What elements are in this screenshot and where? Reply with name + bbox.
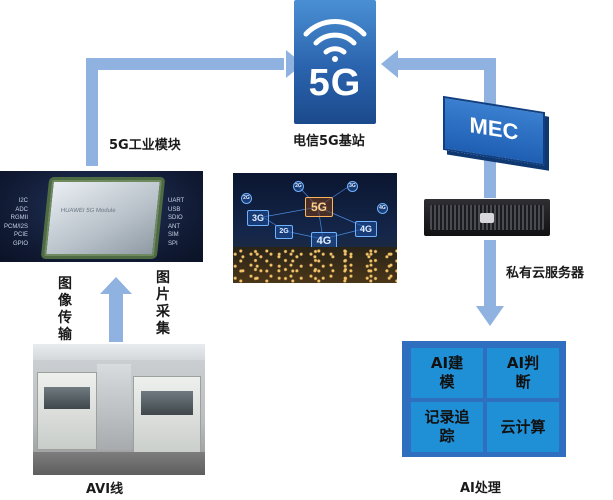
avi-machine-right <box>133 376 201 458</box>
arrow-server-to-ai-head <box>476 306 504 326</box>
ai-cell-modeling: AI建模 <box>411 348 483 398</box>
avi-ceiling <box>33 344 205 360</box>
wifi-icon <box>303 19 367 62</box>
node-5g: 5G <box>305 197 333 217</box>
mec-label: MEC <box>469 112 519 145</box>
network-scene-image: 5G 3G 4G 4G 2G 2G 3G 4G 2G <box>233 173 397 283</box>
avi-machine-left <box>37 372 97 450</box>
node-4g-edge: 4G <box>377 203 388 214</box>
node-3g: 3G <box>247 210 269 226</box>
module-label: 5G工业模块 <box>109 138 181 153</box>
ai-cell-tracking: 记录追踪 <box>411 402 483 452</box>
arrow-module-to-station <box>86 58 284 166</box>
node-3g-top: 3G <box>347 181 358 192</box>
node-4g-right: 4G <box>355 221 377 237</box>
module-pins-left: I2C ADC RGMII PCM/I2S PCIE GPIO <box>4 198 29 247</box>
base-station-image: 5G <box>294 0 376 124</box>
server-image <box>424 199 550 236</box>
chip-text: HUAWEI 5G Module <box>60 208 116 214</box>
base-station-label: 电信5G基站 <box>293 134 365 149</box>
node-2g: 2G <box>275 225 293 239</box>
server-logo-icon <box>480 213 494 223</box>
avi-line-label: AVI线 <box>86 482 124 497</box>
city-lights <box>233 247 397 283</box>
image-transfer-label: 图像传输 <box>58 276 72 343</box>
module-chip: HUAWEI 5G Module <box>44 180 162 256</box>
ai-cell-judgment: AI判断 <box>487 348 559 398</box>
arrow-mec-to-station-head <box>381 50 398 78</box>
avi-aisle <box>97 364 131 450</box>
server-label: 私有云服务器 <box>506 266 585 281</box>
ai-cell-cloud-computing: 云计算 <box>487 402 559 452</box>
base-station-5g-text: 5G <box>308 62 362 104</box>
module-image: I2C ADC RGMII PCM/I2S PCIE GPIO HUAWEI 5… <box>0 171 203 262</box>
ai-processing-block: AI建模 AI判断 记录追踪 云计算 <box>402 341 566 457</box>
arrow-avi-to-module-head <box>100 277 132 294</box>
avi-floor <box>33 452 205 475</box>
ai-processing-label: AI处理 <box>460 481 501 496</box>
module-pins-right: UART USB SDIO ANT SIM SPI <box>168 198 185 247</box>
node-2g-top: 2G <box>293 181 304 192</box>
avi-line-image <box>33 344 205 475</box>
image-capture-label: 图片采集 <box>156 270 170 337</box>
node-2g-edge: 2G <box>241 193 252 204</box>
